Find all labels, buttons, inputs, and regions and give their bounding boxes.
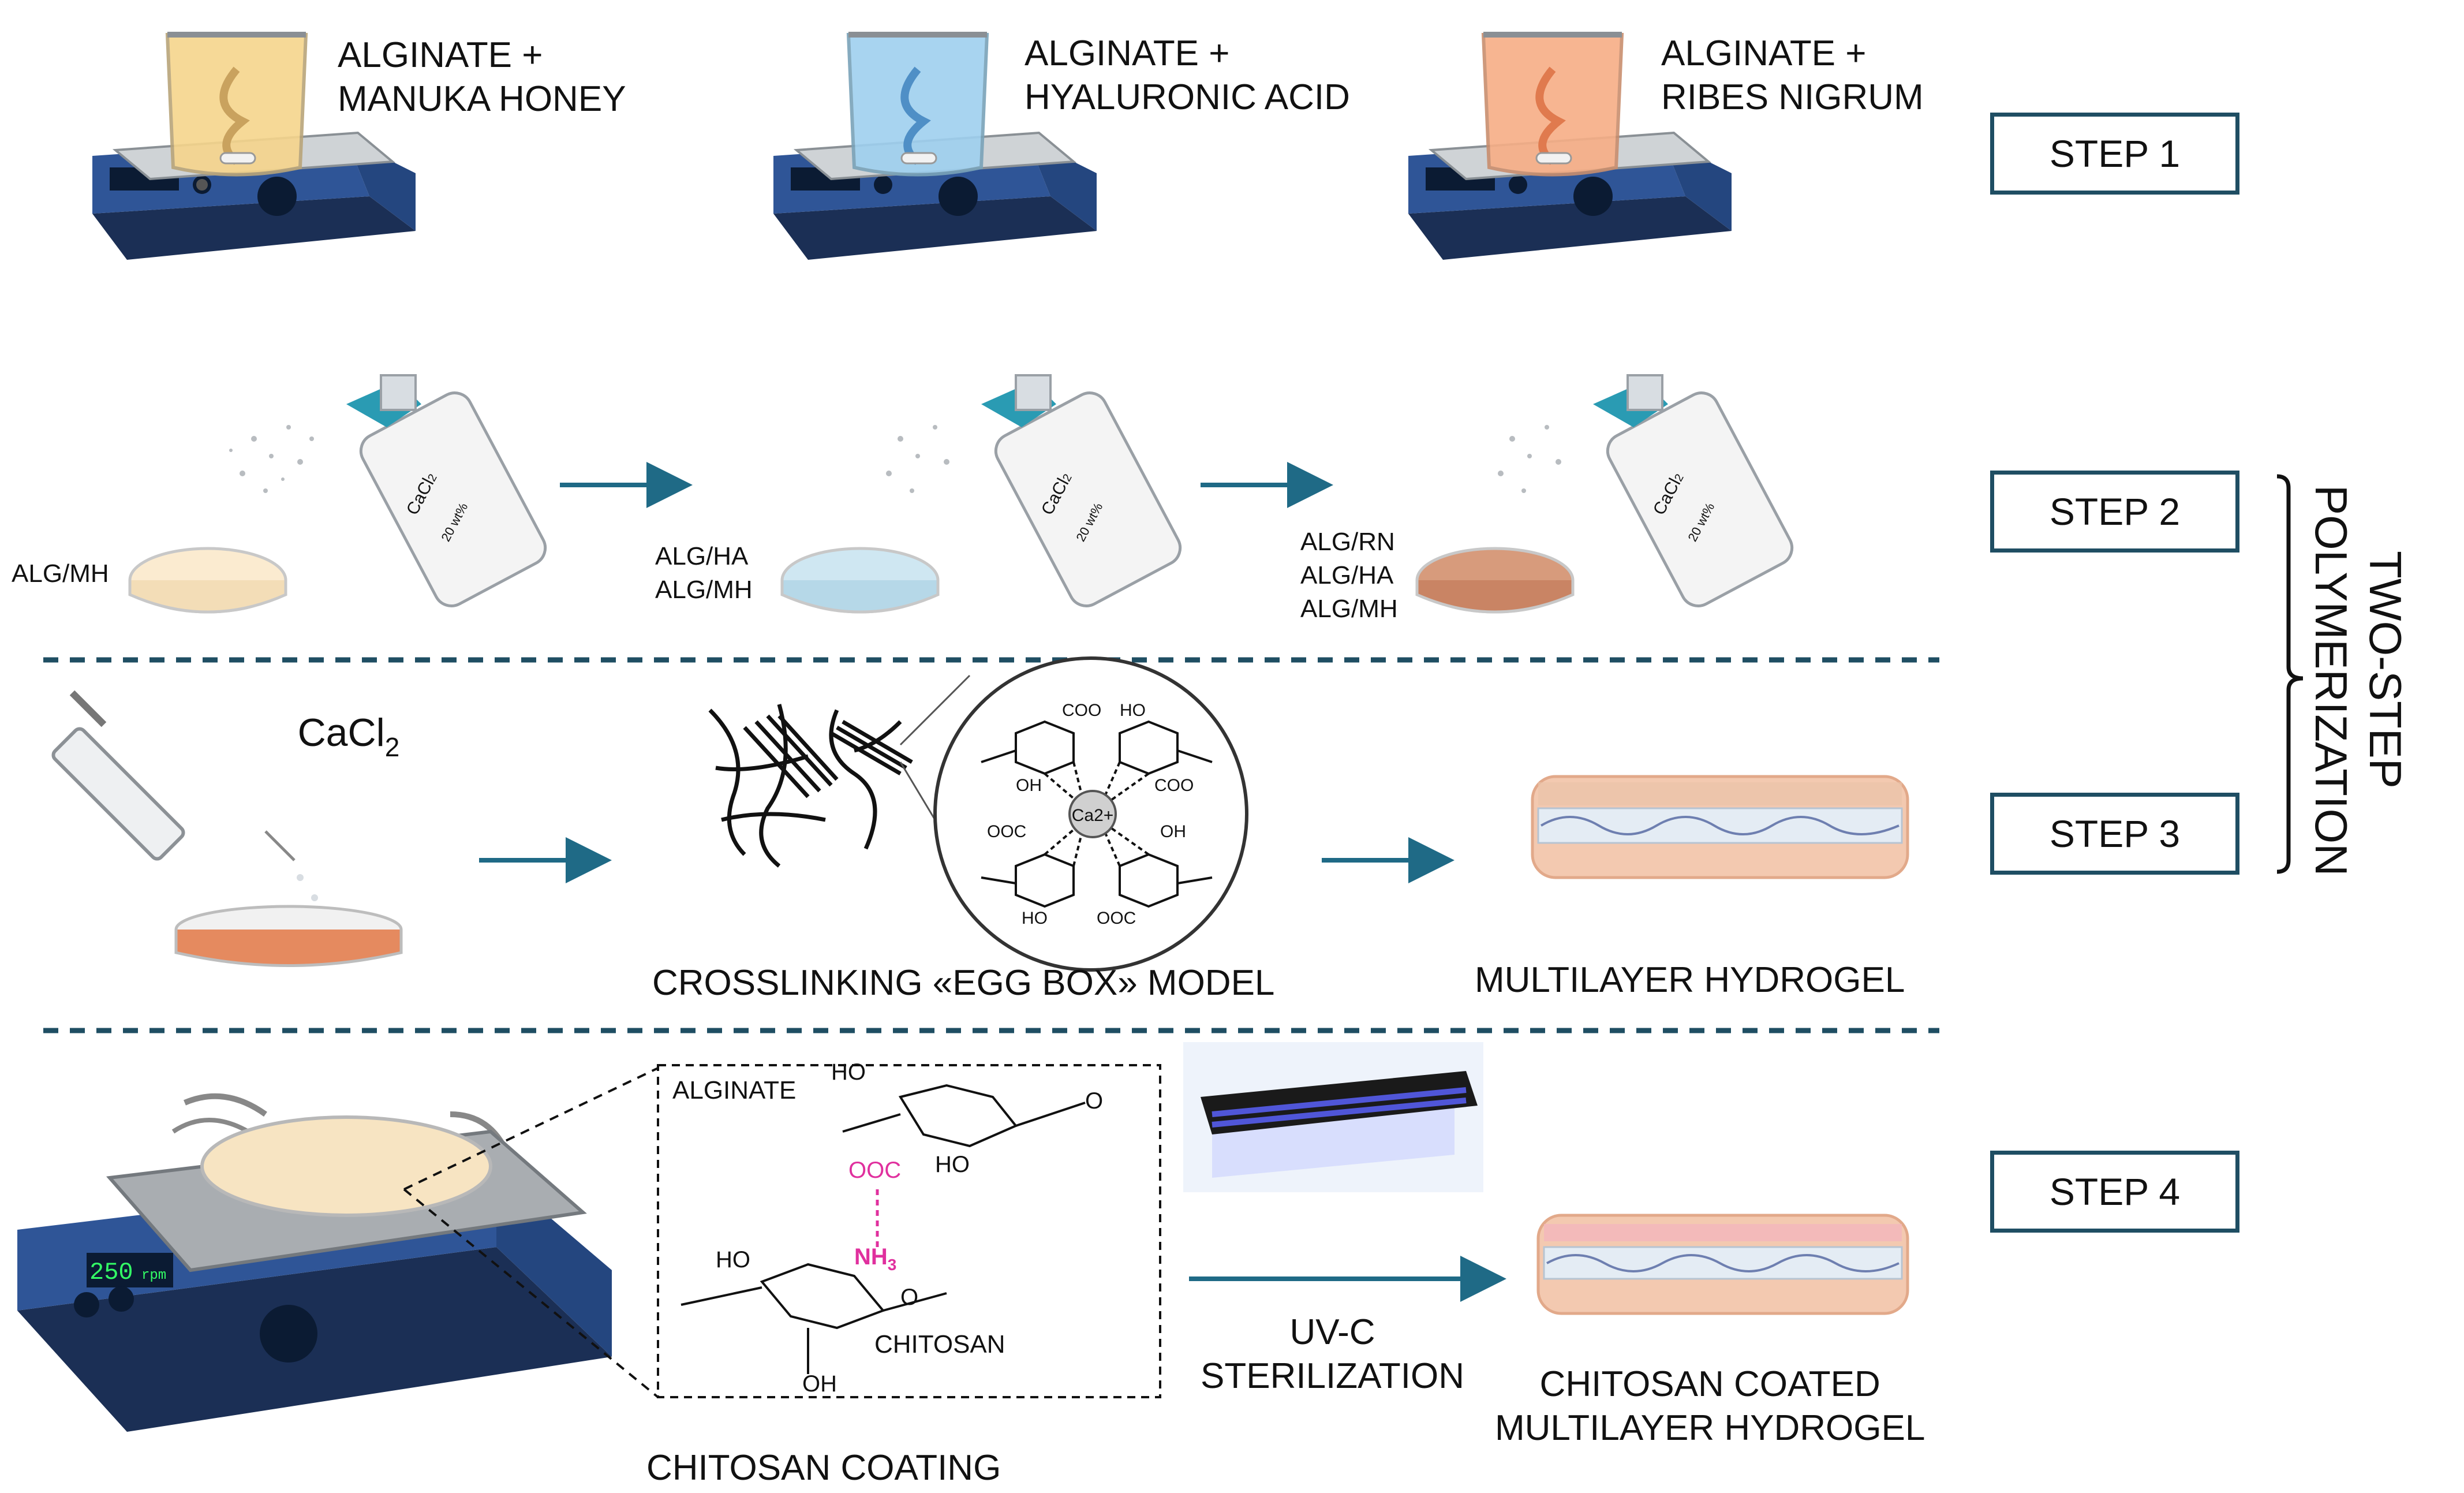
spray-bottle-1	[346, 374, 547, 607]
alginate-label: ALGINATE	[672, 1076, 797, 1104]
stirrer-beaker-1	[92, 32, 416, 260]
chitosan-coating-caption: CHITOSAN COATING	[646, 1448, 1001, 1488]
zoom-line-1	[899, 674, 971, 746]
coated-hydrogel-caption: CHITOSAN COATED MULTILAYER HYDROGEL	[1495, 1364, 1925, 1448]
petri-dish-3	[1415, 547, 1575, 614]
uv-lamp-icon	[1183, 1042, 1483, 1192]
chitosan-zoom-box	[657, 1064, 1161, 1398]
egg-box-label-coo-2: COO	[1154, 776, 1194, 795]
petri-dish-2	[780, 547, 940, 614]
stirrer-beaker-2	[773, 32, 1097, 260]
alginate-ho-label: HO	[831, 1059, 866, 1085]
beaker-label-3: ALGINATE + RIBES NIGRUM	[1661, 33, 1924, 117]
step-3-box: STEP 3	[1990, 793, 2239, 875]
petri-dish-cacl2	[174, 905, 403, 967]
alginate-ho-label-2: HO	[935, 1152, 970, 1177]
orbital-shaker	[17, 1093, 612, 1432]
polymerization-bracket	[2276, 474, 2304, 874]
egg-box-label-oh-2: OH	[1160, 822, 1186, 841]
dish-layers-3: ALG/RN ALG/HA ALG/MH	[1300, 528, 1398, 623]
egg-box-label-ooc-2: OOC	[1097, 909, 1136, 928]
cacl2-label: CaCl2	[254, 667, 400, 803]
cacl2-sub: 2	[384, 732, 400, 762]
stirrer-beaker-3	[1408, 32, 1732, 260]
nh3-main: NH	[854, 1244, 888, 1270]
nh3-label: NH3	[854, 1244, 896, 1274]
chitosan-ho-label: HO	[716, 1247, 750, 1272]
calcium-ion	[1068, 790, 1117, 838]
zoom-line-4	[403, 1188, 659, 1398]
spray-mist-3	[1498, 425, 1561, 493]
step-2-box: STEP 2	[1990, 471, 2239, 553]
spray-mist-2	[886, 425, 949, 493]
ooc-label: OOC	[848, 1158, 901, 1183]
cacl2-main: CaCl	[297, 711, 385, 755]
chitosan-label: CHITOSAN	[874, 1330, 1005, 1358]
spray-mist-1	[229, 425, 314, 493]
alginate-o-label: O	[1085, 1088, 1103, 1114]
two-step-polymerization-label: TWO-STEP POLYMERIZATION	[2306, 485, 2411, 876]
step-1-box: STEP 1	[1990, 113, 2239, 195]
rpm-display-value: 250	[89, 1259, 133, 1286]
chitosan-coated-hydrogel	[1536, 1214, 1909, 1315]
multilayer-hydrogel	[1531, 775, 1909, 879]
egg-box-label-ooc-1: OOC	[987, 822, 1026, 841]
syringe-icon	[51, 690, 318, 901]
egg-box-chains	[708, 704, 913, 868]
egg-box-caption: CROSSLINKING «EGG BOX» MODEL	[652, 963, 1275, 1003]
step-4-box: STEP 4	[1990, 1151, 2239, 1233]
hydrogel-caption: MULTILAYER HYDROGEL	[1475, 960, 1905, 1000]
egg-box-label-oh-1: OH	[1016, 776, 1042, 795]
spray-bottle-2	[981, 374, 1182, 607]
spray-label-3-conc: 20 wt%	[1685, 500, 1718, 544]
chitosan-oh-label: OH	[802, 1371, 837, 1397]
calcium-ion-label: Ca2+	[1072, 806, 1114, 825]
egg-box-label-coo-1: COO	[1062, 701, 1101, 720]
egg-box-label-ho-1: HO	[1120, 701, 1146, 720]
dish-layers-2: ALG/HA ALG/MH	[655, 542, 753, 604]
nh3-sub: 3	[888, 1256, 897, 1274]
spray-label-1-conc: 20 wt%	[438, 500, 471, 544]
alginate-structure	[842, 1084, 1086, 1148]
petri-dish-1	[128, 547, 287, 614]
dish-layers-1: ALG/MH	[12, 559, 109, 588]
spray-bottle-3	[1593, 374, 1794, 607]
zoom-line-3	[403, 1067, 659, 1190]
rpm-display-unit: rpm	[141, 1268, 166, 1283]
beaker-label-2: ALGINATE + HYALURONIC ACID	[1025, 33, 1350, 117]
chitosan-structure	[681, 1263, 947, 1374]
uv-sterilization-caption: UV-C STERILIZATION	[1201, 1312, 1465, 1396]
spray-label-2-conc: 20 wt%	[1073, 500, 1106, 544]
chitosan-o-label: O	[900, 1285, 918, 1310]
beaker-label-1: ALGINATE + MANUKA HONEY	[338, 35, 626, 119]
egg-box-label-ho-2: HO	[1022, 909, 1048, 928]
